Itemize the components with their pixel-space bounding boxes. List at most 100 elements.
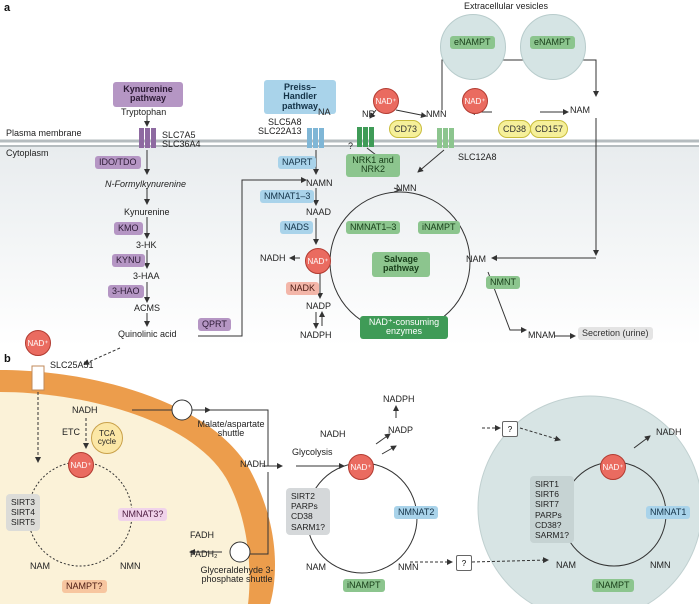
- kmo: KMO: [114, 222, 143, 236]
- slc7a5-transporter: [139, 128, 156, 148]
- cytoplasm-label: Cytoplasm: [6, 148, 49, 158]
- unknown-nmn-transport: ?: [456, 555, 472, 571]
- inampt-salvage: iNAMPT: [418, 221, 460, 235]
- nucleus-nmn: NMN: [650, 560, 671, 570]
- naprt: NAPRT: [278, 156, 317, 170]
- nucleus-enzyme-3: SIRT7: [535, 499, 559, 510]
- nmn-extracellular: NMN: [426, 109, 447, 119]
- cyto-enzyme-3: CD38: [291, 511, 313, 522]
- kynurenine-header: Kynurenine pathway: [113, 82, 183, 107]
- qprt: QPRT: [198, 318, 231, 332]
- nucleus-enzyme-list: SIRT1 SIRT6 SIRT7 PARPs CD38? SARM1?: [530, 476, 575, 544]
- nads: NADS: [280, 221, 314, 235]
- mito-sirt-2: SIRT4: [11, 507, 35, 518]
- secretion: Secretion (urine): [578, 327, 653, 341]
- panel-label-b: b: [4, 353, 11, 365]
- nucleus-enzyme-5: CD38?: [535, 519, 562, 530]
- cyto-enzyme-list: SIRT2 PARPs CD38 SARM1?: [286, 488, 331, 535]
- mito-sirt-1: SIRT3: [11, 497, 35, 507]
- cd157: CD157: [530, 120, 569, 138]
- nad-center: NAD⁺: [305, 248, 331, 274]
- glycerol-shuttle: Glyceraldehyde 3-phosphate shuttle: [200, 565, 274, 584]
- cd73: CD73: [389, 120, 423, 138]
- cyto-enzyme-4: SARM1?: [291, 521, 326, 532]
- nampt-mito: NAMPT?: [62, 580, 107, 594]
- nrk1-nrk2: NRK1 and NRK2: [346, 154, 400, 177]
- nam: NAM: [466, 254, 486, 264]
- nmnat1: NMNAT1: [646, 506, 691, 520]
- nam-extracellular: NAM: [570, 105, 590, 115]
- enampt-2: eNAMPT: [530, 36, 575, 50]
- nucleus-enzyme-6: SARM1?: [535, 529, 570, 540]
- cd38: CD38: [498, 120, 532, 138]
- nucleus-enzyme-2: SIRT6: [535, 489, 559, 500]
- cyto-enzyme-1: SIRT2: [291, 491, 315, 501]
- mito-sirt-list: SIRT3 SIRT4 SIRT5: [6, 494, 40, 531]
- panel-label-a: a: [4, 2, 11, 14]
- nad-cyto: NAD⁺: [348, 454, 374, 480]
- kyn-transporters: SLC7A5 SLC36A4: [162, 130, 201, 149]
- nucleus-enzyme-4: PARPs: [535, 509, 562, 520]
- unknown-nucleus-transport: ?: [502, 421, 518, 437]
- inampt-cyto: iNAMPT: [343, 579, 385, 593]
- nmnat3: NMNAT3?: [118, 508, 168, 522]
- nad-b-top: NAD⁺: [25, 330, 51, 356]
- preiss-transporters: SLC5A8 SLC22A13: [258, 117, 302, 136]
- nucleus: [477, 395, 699, 604]
- nadh: NADH: [260, 253, 286, 263]
- nucleus-nam: NAM: [556, 560, 576, 570]
- nr: NR: [362, 109, 375, 119]
- inampt-nucleus: iNAMPT: [592, 579, 634, 593]
- mito-sirt-3: SIRT5: [11, 517, 35, 528]
- nr-transporter: [357, 127, 374, 147]
- unknown-transporter: ?: [348, 141, 354, 151]
- cytoplasm-region: [0, 146, 699, 346]
- cyto-nam: NAM: [306, 562, 326, 572]
- nmnat-preiss: NMNAT1–3: [260, 190, 315, 204]
- nadp: NADP: [306, 301, 332, 311]
- slc25a51-transporter: [31, 365, 45, 391]
- extracellular-vesicles-label: Extracellular vesicles: [464, 1, 549, 11]
- cyto-nmn: NMN: [398, 562, 419, 572]
- nad-extracellular-1: NAD⁺: [373, 88, 399, 114]
- cyto-nadh-left: NADH: [240, 459, 266, 469]
- nad-consuming-enzymes: NAD⁺-consuming enzymes: [360, 316, 448, 339]
- glycerol-shuttle-symbol: [229, 541, 251, 563]
- ido-tdo: IDO/TDO: [95, 156, 141, 170]
- quinolinic-acid: Quinolinic acid: [118, 329, 177, 339]
- slc12a8-transporter: [437, 128, 454, 148]
- acms: ACMS: [134, 303, 161, 313]
- nmnt: NMNT: [486, 276, 520, 290]
- nadph: NADPH: [300, 330, 332, 340]
- tca-cycle: TCA cycle: [91, 422, 123, 454]
- etc: ETC: [62, 427, 80, 437]
- mito-nmn: NMN: [120, 561, 141, 571]
- nmnat-salvage: NMNAT1–3: [346, 221, 401, 235]
- slc12a8: SLC12A8: [458, 152, 497, 162]
- naad: NAAD: [306, 207, 332, 217]
- 3-hao: 3-HAO: [108, 285, 144, 299]
- malate-shuttle-symbol: [171, 399, 193, 421]
- nadk: NADK: [286, 282, 320, 296]
- fadh2: FADH₂: [190, 549, 218, 559]
- 3-hk: 3-HK: [136, 240, 157, 250]
- cyto-nadp: NADP: [388, 425, 414, 435]
- nucleus-nadh: NADH: [656, 427, 682, 437]
- nad-mito: NAD⁺: [68, 452, 94, 478]
- kynu: KYNU: [112, 254, 146, 268]
- mitochondrion-inner: [0, 392, 250, 604]
- plasma-membrane-label: Plasma membrane: [6, 128, 82, 138]
- nmn: NMN: [396, 183, 417, 193]
- nmnat2: NMNAT2: [394, 506, 439, 520]
- salvage-pathway-label: Salvage pathway: [372, 252, 430, 277]
- nad-nucleus: NAD⁺: [600, 454, 626, 480]
- mito-nam: NAM: [30, 561, 50, 571]
- cyto-enzyme-2: PARPs: [291, 501, 318, 512]
- cyto-nadh: NADH: [320, 429, 346, 439]
- enampt-1: eNAMPT: [450, 36, 495, 50]
- namn: NAMN: [306, 178, 333, 188]
- mnam: MNAM: [528, 330, 556, 340]
- 3-haa: 3-HAA: [133, 271, 160, 281]
